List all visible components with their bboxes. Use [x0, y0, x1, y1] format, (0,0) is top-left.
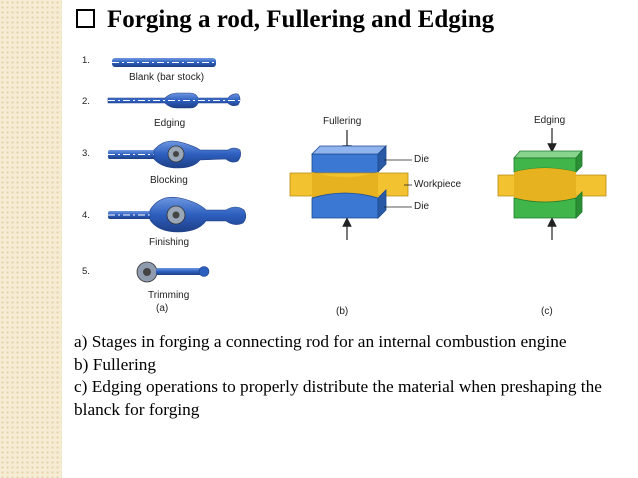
stage-5-trimmed-rod	[136, 261, 210, 283]
workpiece-label: Workpiece	[414, 179, 462, 190]
forging-diagram	[107, 58, 607, 283]
panel-c-label: (c)	[541, 306, 553, 317]
checkbox-bullet-icon	[76, 9, 95, 28]
panel-b-label: (b)	[336, 306, 349, 317]
stage-3-blocked-rod	[108, 140, 241, 169]
stage-3-label: Blocking	[150, 175, 188, 186]
slide-title: Forging a rod, Fullering and Edging	[76, 6, 494, 34]
edging-title: Edging	[534, 115, 566, 126]
stage-5-label: Trimming	[148, 290, 190, 301]
stage-1-blank-bar	[112, 58, 216, 67]
stage-4-number: 4.	[82, 210, 90, 221]
stage-4-label: Finishing	[149, 237, 190, 248]
stage-5-number: 5.	[82, 266, 90, 277]
edging-diagram	[497, 128, 607, 240]
stage-2-number: 2.	[82, 96, 90, 107]
caption-line-c: c) Edging operations to properly distrib…	[74, 377, 602, 419]
panel-a-label: (a)	[156, 303, 169, 314]
slide-title-text: Forging a rod, Fullering and Edging	[107, 6, 495, 33]
figure-caption: a) Stages in forging a connecting rod fo…	[74, 331, 634, 421]
stage-1-label: Blank (bar stock)	[129, 72, 205, 83]
decorative-side-strip	[0, 0, 62, 478]
stage-3-number: 3.	[82, 148, 90, 159]
die-bottom-label: Die	[414, 201, 430, 212]
die-top-label: Die	[414, 154, 430, 165]
caption-line-a: a) Stages in forging a connecting rod fo…	[74, 332, 567, 351]
caption-line-b: b) Fullering	[74, 354, 157, 374]
stage-1-number: 1.	[82, 55, 90, 66]
stage-2-edged-bar	[107, 92, 241, 109]
stage-4-finished-rod	[108, 196, 247, 233]
stage-2-label: Edging	[154, 118, 186, 129]
fullering-title: Fullering	[323, 116, 362, 127]
fullering-diagram	[289, 130, 412, 240]
